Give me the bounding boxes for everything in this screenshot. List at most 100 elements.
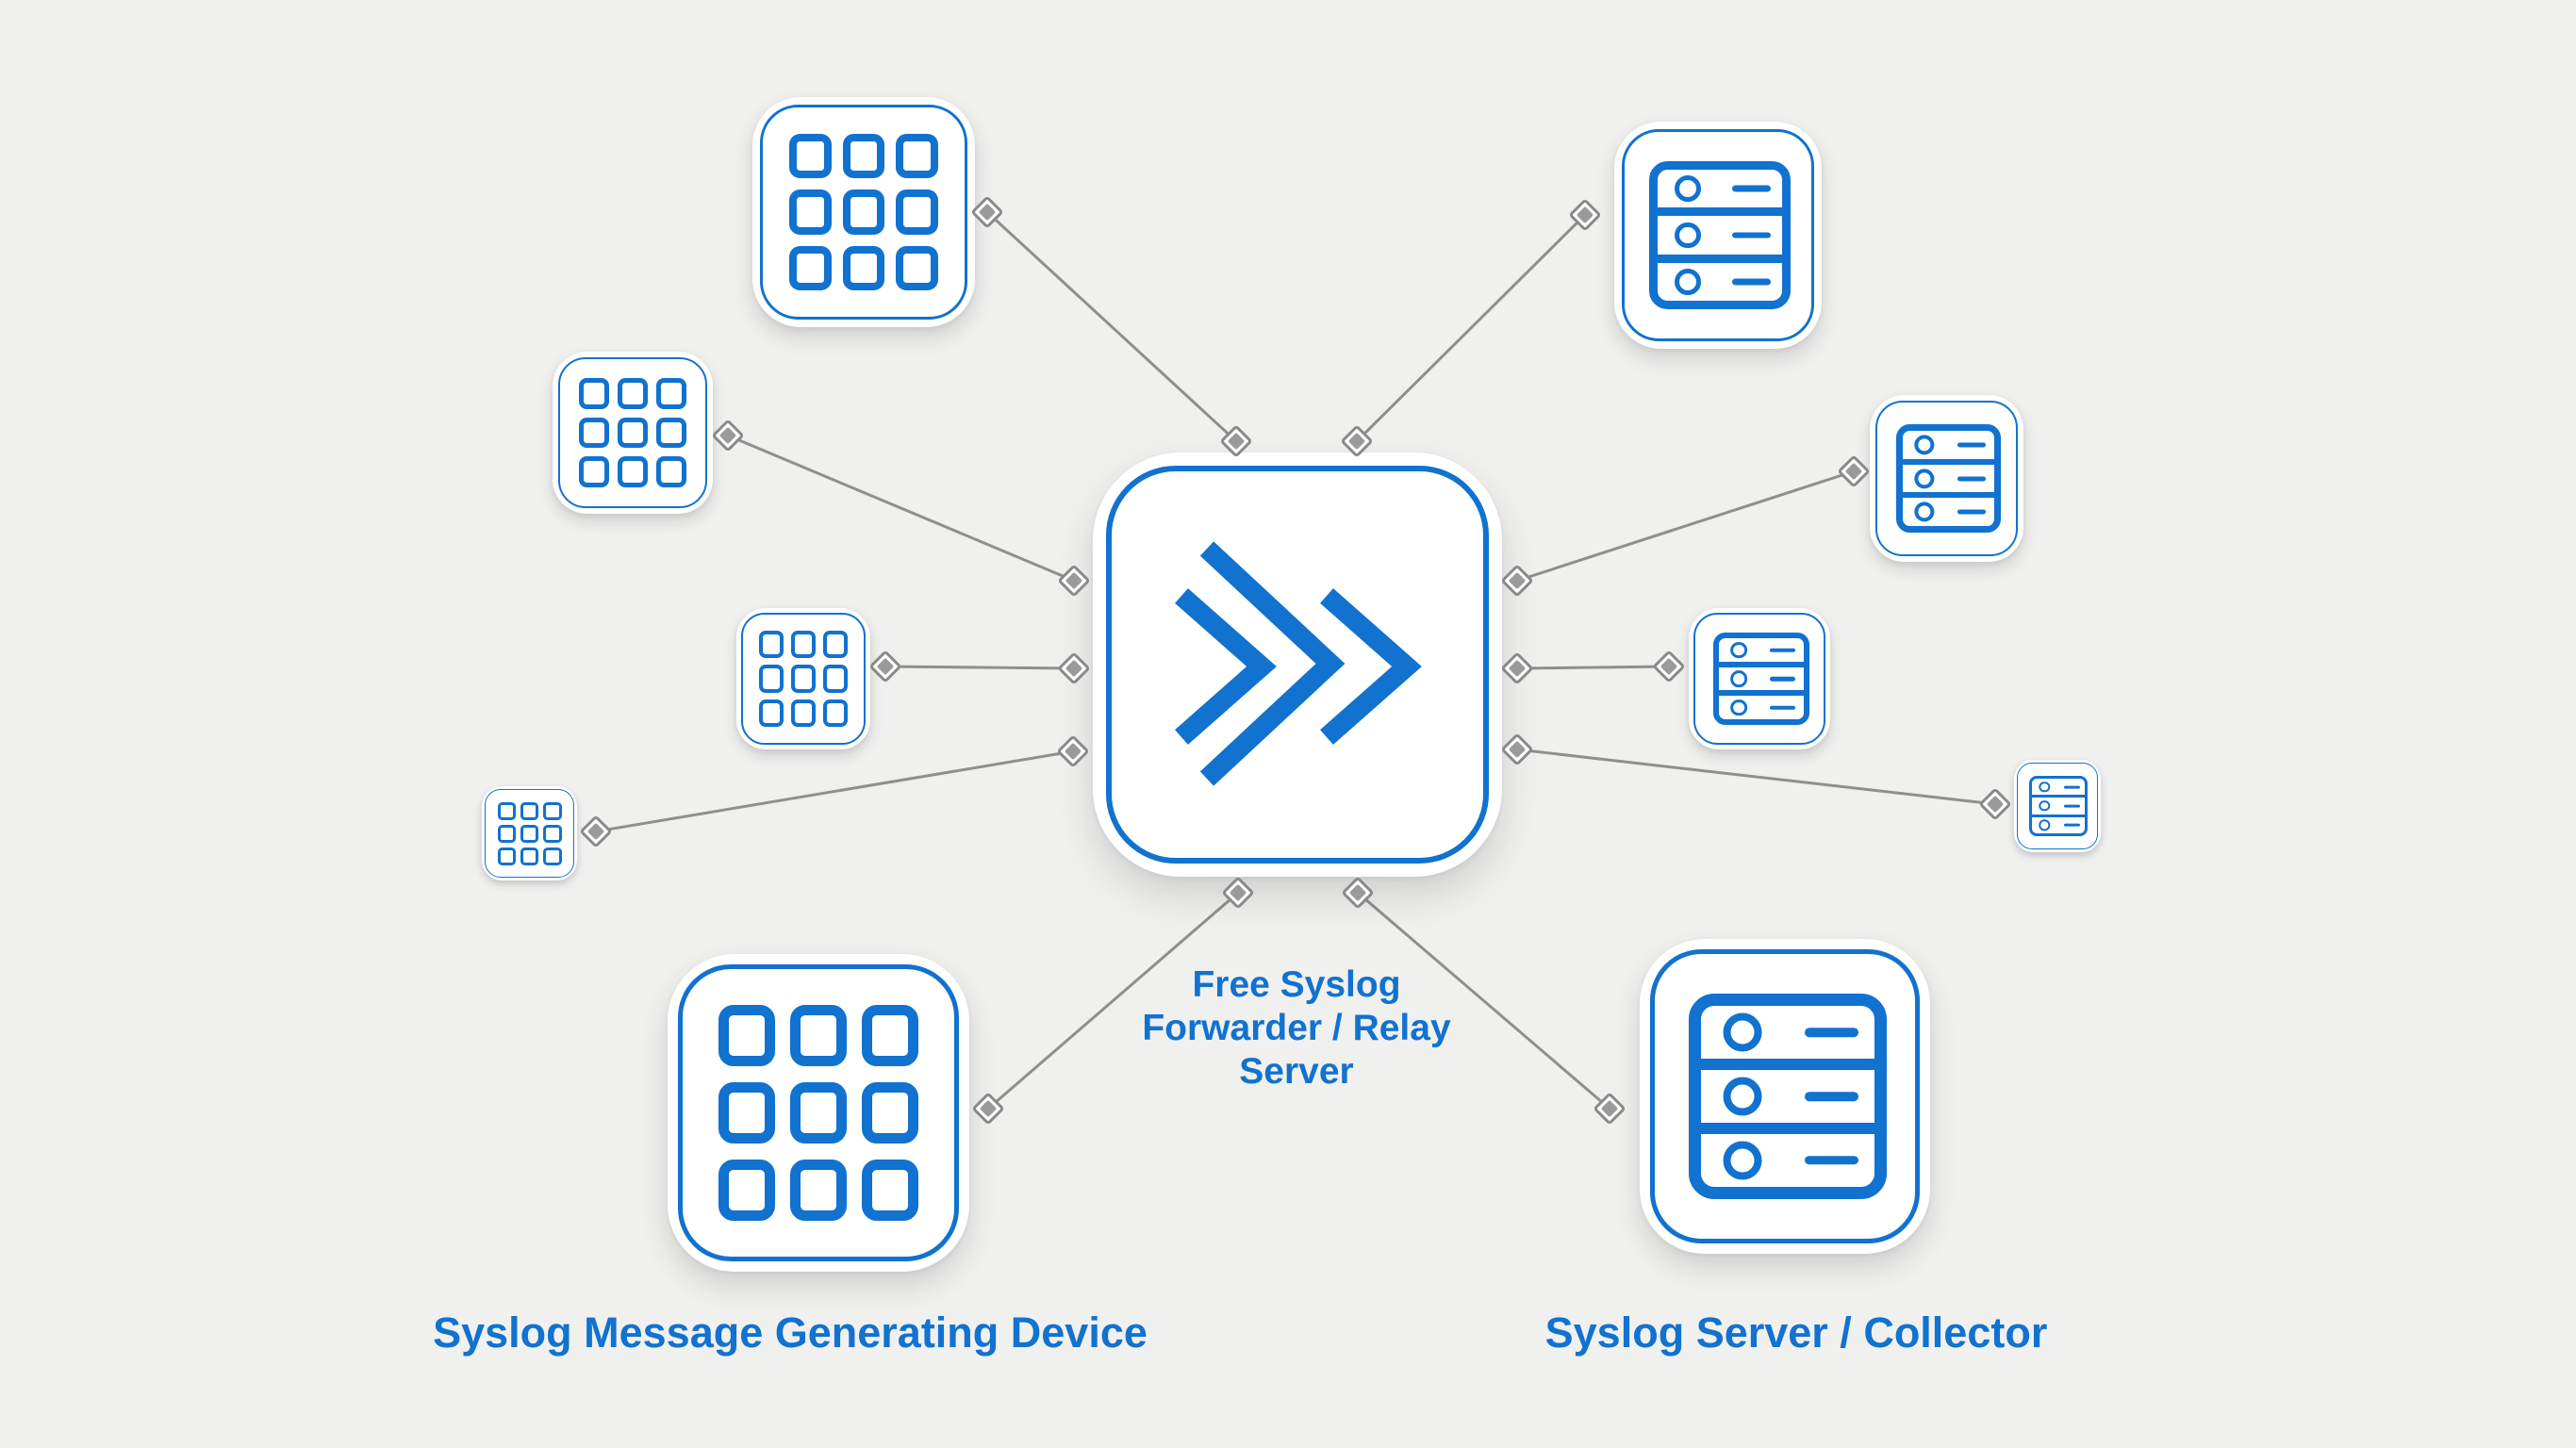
grid-cell [520, 824, 539, 843]
led-dot [1675, 268, 1701, 295]
grid-cell [862, 1159, 918, 1221]
vent-bar [1805, 1092, 1859, 1101]
led-dot [1914, 468, 1935, 489]
grid-cell [718, 1081, 775, 1144]
grid-cell [822, 631, 848, 659]
server-icon [1689, 994, 1887, 1199]
server-icon [1649, 161, 1791, 309]
grid-cell [896, 189, 938, 235]
device-node-1 [752, 97, 975, 327]
led-dot [1723, 1012, 1762, 1052]
led-dot [2039, 819, 2050, 831]
card-border [1693, 612, 1826, 746]
grid-cell [718, 1159, 775, 1221]
connection-line [1516, 665, 1670, 670]
vent-bar [1957, 475, 1986, 482]
server-node-1 [1614, 122, 1822, 349]
chevron-stroke [1175, 588, 1277, 745]
grid-cell [497, 824, 516, 843]
grid-cell [520, 847, 539, 865]
grid-cell [896, 134, 938, 179]
connection-line [1516, 748, 1996, 806]
led-dot [1914, 502, 1935, 522]
grid-device-icon [718, 1005, 918, 1221]
card-border [557, 356, 708, 509]
grid-cell [790, 665, 817, 693]
vent-bar [1732, 278, 1772, 286]
led-dot [1675, 175, 1701, 203]
server-node-2 [1870, 395, 2023, 562]
connection-line [985, 210, 1238, 443]
connection-line [1357, 891, 1610, 1111]
relay-label-line-2: Forwarder / Relay [1142, 1008, 1451, 1048]
grid-cell [862, 1081, 918, 1144]
server-icon [1712, 633, 1809, 725]
grid-cell [579, 378, 610, 410]
vent-bar [1732, 232, 1772, 239]
grid-cell [617, 417, 649, 449]
grid-cell [617, 455, 649, 487]
vent-bar [1957, 509, 1986, 515]
relay-server-label: Free Syslog Forwarder / Relay Server [1080, 963, 1513, 1094]
grid-cell [842, 134, 885, 179]
vent-bar [1732, 185, 1772, 192]
vent-bar [1957, 442, 1986, 448]
chevron-stroke [1199, 541, 1346, 786]
grid-device-icon [497, 801, 562, 865]
grid-cell [790, 1081, 847, 1144]
grid-cell [655, 455, 686, 487]
grid-cell [759, 665, 784, 693]
connection-line [1355, 213, 1587, 443]
grid-cell [543, 801, 562, 820]
grid-cell [896, 245, 938, 290]
server-row [2031, 814, 2086, 833]
card-border [740, 612, 867, 746]
grid-cell [789, 245, 832, 290]
device-node-5 [668, 954, 969, 1272]
led-dot [1730, 699, 1747, 716]
vent-bar [2063, 823, 2081, 827]
led-dot [1723, 1077, 1762, 1116]
server-row [1718, 661, 1804, 691]
card-border [2017, 763, 2098, 849]
left-group-label: Syslog Message Generating Device [433, 1308, 1148, 1357]
vent-bar [1805, 1155, 1859, 1165]
grid-cell [759, 699, 784, 727]
device-node-3 [736, 608, 870, 749]
connection-line [884, 665, 1075, 670]
grid-device-icon [759, 631, 848, 727]
server-row [1701, 1006, 1874, 1059]
server-row [1718, 690, 1804, 719]
grid-device-icon [789, 134, 938, 290]
grid-cell [718, 1005, 775, 1067]
server-icon [1895, 423, 2001, 534]
vent-bar [2063, 785, 2081, 789]
grid-cell [617, 378, 649, 410]
led-dot [1675, 222, 1701, 249]
server-row [1902, 492, 1994, 526]
grid-cell [790, 699, 817, 727]
relay-label-line-3: Server [1239, 1051, 1354, 1092]
grid-cell [790, 1159, 847, 1221]
grid-cell [579, 455, 610, 487]
grid-cell [789, 134, 832, 179]
connection-line [595, 749, 1074, 833]
connection-line [727, 434, 1075, 583]
card-border [759, 104, 968, 321]
grid-cell [842, 189, 885, 235]
relay-label-line-1: Free Syslog [1192, 964, 1401, 1005]
grid-cell [543, 824, 562, 843]
grid-device-icon [579, 378, 686, 487]
server-row [1902, 458, 1994, 493]
led-dot [1914, 435, 1935, 455]
grid-cell [789, 189, 832, 235]
grid-cell [543, 847, 562, 865]
server-row [1658, 254, 1782, 301]
led-dot [1723, 1141, 1762, 1180]
device-node-4 [482, 786, 577, 880]
server-row [1903, 431, 1994, 459]
card-border [1649, 948, 1921, 1244]
grid-cell [822, 699, 848, 727]
server-row [1701, 1122, 1874, 1187]
